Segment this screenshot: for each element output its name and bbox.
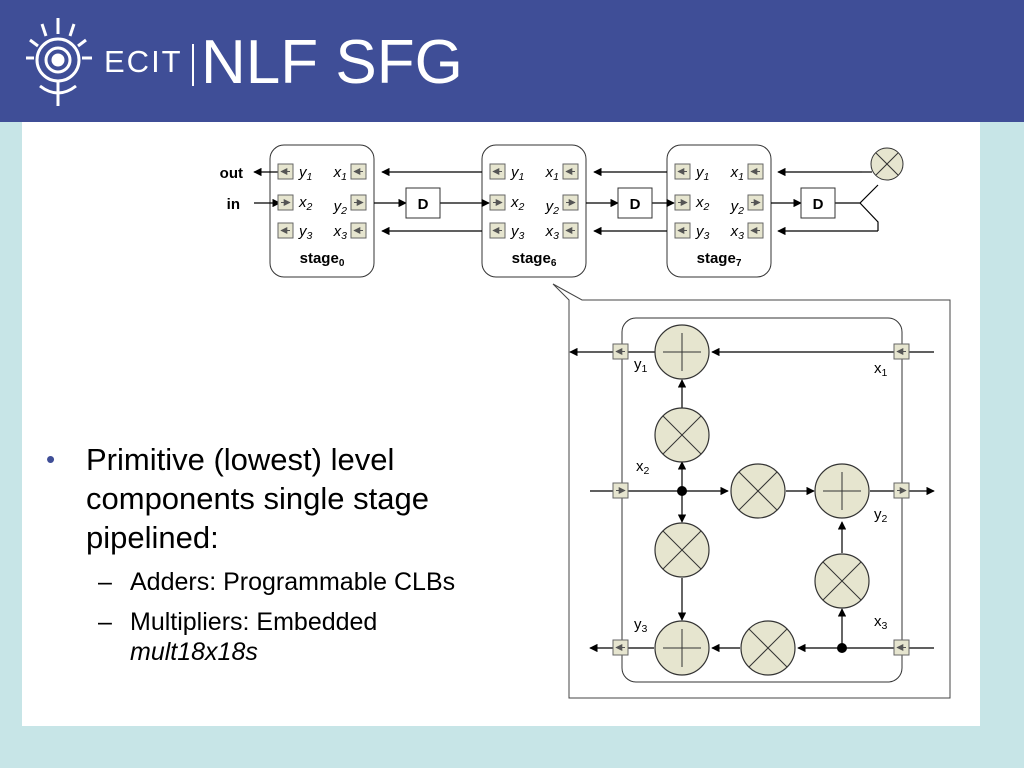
bullet-dash: – <box>98 568 112 596</box>
stage-label: stage7 <box>697 250 742 269</box>
bullet-dot: • <box>46 444 56 474</box>
stage6-box <box>481 144 587 278</box>
bullet-sub-2-text: Multipliers: Embedded <box>130 608 378 636</box>
logo-divider <box>192 44 194 86</box>
delay-label-3: D <box>813 196 824 213</box>
port-label-y1: y1 <box>298 164 312 183</box>
multiplier-node-icon <box>814 553 870 609</box>
port-label-y3: y3 <box>695 223 710 242</box>
register-y2 <box>350 194 367 211</box>
header-bar: ECIT NLF SFG <box>0 0 1024 122</box>
detail-label-y2: y2 <box>874 506 888 525</box>
delay-label-1: D <box>418 196 429 213</box>
port-label-x1: x1 <box>545 164 559 183</box>
port-label-y1: y1 <box>695 164 709 183</box>
port-label-x2: x2 <box>510 194 525 213</box>
register-x2 <box>489 194 506 211</box>
multiplier-node-icon <box>654 522 710 578</box>
register-y2 <box>893 482 910 499</box>
stage-label: stage6 <box>512 250 557 269</box>
register-y3 <box>612 639 629 656</box>
detail-label-x3: x3 <box>874 613 888 632</box>
adder-node-icon <box>814 463 870 519</box>
stage7-box <box>666 144 772 278</box>
register-x1 <box>747 163 764 180</box>
bullet-main-text: Primitive (lowest) level components sing… <box>86 442 429 555</box>
register-x2 <box>674 194 691 211</box>
port-label-x2: x2 <box>695 194 710 213</box>
page-title: NLF SFG <box>201 28 463 97</box>
bullet-sub-2-italic: mult18x18s <box>130 638 258 666</box>
detail-label-x2: x2 <box>636 458 650 477</box>
bullet-main: • Primitive (lowest) level components si… <box>44 440 524 557</box>
bullet-sub-1: – Adders: Programmable CLBs <box>44 567 524 597</box>
out-label: out <box>220 165 243 182</box>
register-x3 <box>562 222 579 239</box>
register-x2 <box>612 482 629 499</box>
register-y1 <box>612 343 629 360</box>
detail-label-x1: x1 <box>874 360 888 379</box>
stage-label: stage0 <box>300 250 345 269</box>
top-pipeline-diagram: D D D out in y1 x2 y3 x1 y2 x3 stage0 y1 x2 y3 x1 y… <box>220 144 904 278</box>
register-y3 <box>489 222 506 239</box>
register-y1 <box>674 163 691 180</box>
stage0-box <box>269 144 375 278</box>
port-label-x2: x2 <box>298 194 313 213</box>
delay-box-2 <box>617 187 653 219</box>
port-label-y1: y1 <box>510 164 524 183</box>
port-label-y3: y3 <box>510 223 525 242</box>
port-label-x3: x3 <box>333 223 348 242</box>
port-label-x1: x1 <box>333 164 347 183</box>
port-label-x1: x1 <box>730 164 744 183</box>
register-x1 <box>562 163 579 180</box>
logo-text: ECIT <box>104 44 183 79</box>
detail-label-y1: y1 <box>634 356 648 375</box>
multiplier-node-icon <box>740 620 796 676</box>
port-label-x3: x3 <box>730 223 745 242</box>
port-label-y2: y2 <box>730 198 745 217</box>
register-x1 <box>350 163 367 180</box>
delay-box-1 <box>405 187 441 219</box>
bullet-list: • Primitive (lowest) level components si… <box>44 440 524 667</box>
register-y3 <box>674 222 691 239</box>
register-y2 <box>747 194 764 211</box>
multiplier-node-icon <box>870 147 904 181</box>
detail-stage-box <box>621 317 903 683</box>
register-y1 <box>489 163 506 180</box>
port-label-x3: x3 <box>545 223 560 242</box>
delay-label-2: D <box>630 196 641 213</box>
register-x3 <box>747 222 764 239</box>
bullet-sub-1-text: Adders: Programmable CLBs <box>130 568 456 596</box>
bullet-dash: – <box>98 608 112 636</box>
multiplier-node-icon <box>730 463 786 519</box>
bullet-sub-2: – Multipliers: Embedded mult18x18s <box>44 607 524 667</box>
register-y1 <box>277 163 294 180</box>
delay-box-3 <box>800 187 836 219</box>
junction-dot <box>837 643 847 653</box>
register-x3 <box>350 222 367 239</box>
register-y2 <box>562 194 579 211</box>
port-label-y2: y2 <box>333 198 348 217</box>
port-label-y3: y3 <box>298 223 313 242</box>
detail-label-y3: y3 <box>634 616 648 635</box>
multiplier-node-icon <box>654 407 710 463</box>
junction-dot <box>677 486 687 496</box>
register-y3 <box>277 222 294 239</box>
register-x3 <box>893 639 910 656</box>
in-label: in <box>227 196 240 213</box>
port-label-y2: y2 <box>545 198 560 217</box>
register-x2 <box>277 194 294 211</box>
ecit-logo-icon <box>26 18 92 106</box>
adder-node-icon <box>654 324 710 380</box>
adder-node-icon <box>654 620 710 676</box>
register-x1 <box>893 343 910 360</box>
detail-stage-diagram: y1 x1 x2 y2 y3 x3 <box>569 317 935 683</box>
